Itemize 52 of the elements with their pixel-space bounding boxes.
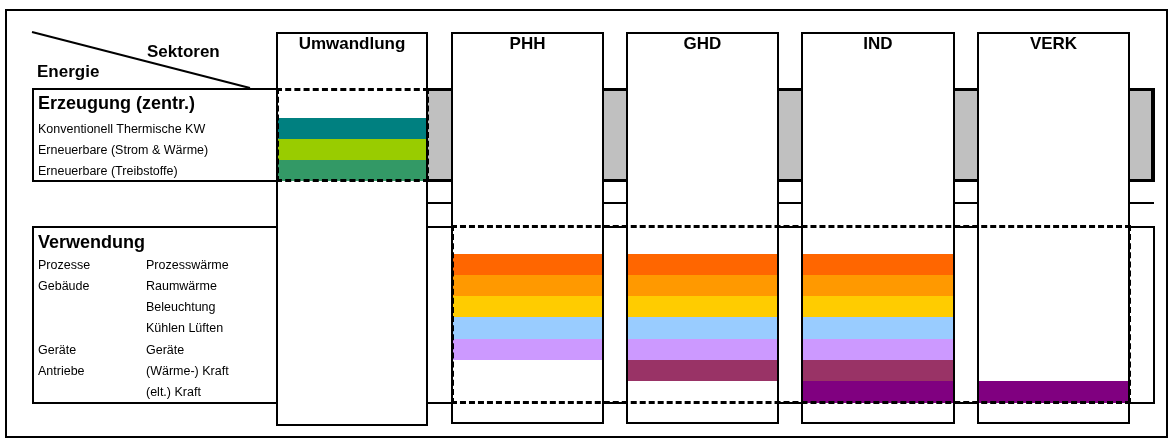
category-heading: Erzeugung (zentr.): [38, 92, 195, 115]
column-heading: VERK: [1028, 34, 1079, 54]
category-item: Prozesswärme: [146, 257, 229, 274]
color-bar: [803, 317, 953, 339]
category-box: [32, 88, 278, 182]
column-heading: PHH: [508, 34, 547, 54]
axis-heading: Sektoren: [147, 42, 220, 62]
color-bar: [803, 360, 953, 381]
category-item: Erneuerbare (Treibstoffe): [38, 163, 178, 180]
category-item: Kühlen Lüften: [146, 320, 224, 337]
sector-column: [801, 32, 955, 424]
category-item: Prozesse: [38, 257, 91, 274]
color-bar: [803, 339, 953, 360]
category-item: Geräte: [146, 342, 185, 359]
category-item: Raumwärme: [146, 278, 217, 295]
color-bar: [278, 160, 426, 181]
category-heading: Verwendung: [38, 231, 145, 254]
color-bar: [803, 296, 953, 317]
sector-column: [276, 32, 428, 426]
color-bar: [628, 360, 777, 381]
color-bar: [453, 254, 602, 275]
color-bar: [453, 339, 602, 360]
sector-column: [977, 32, 1130, 424]
column-heading: IND: [862, 34, 894, 54]
color-bar: [278, 118, 426, 139]
category-item: Konventionell Thermische KW: [38, 121, 206, 138]
color-bar: [453, 317, 602, 339]
column-heading: Umwandlung: [297, 34, 407, 54]
category-item: Geräte: [38, 342, 77, 359]
color-bar: [453, 296, 602, 317]
sector-column: [451, 32, 604, 424]
color-bar: [453, 275, 602, 296]
sector-column: [626, 32, 779, 424]
column-heading: GHD: [682, 34, 723, 54]
color-bar: [803, 381, 953, 403]
color-bar: [628, 317, 777, 339]
color-bar: [803, 275, 953, 296]
category-item: Erneuerbare (Strom & Wärme): [38, 142, 209, 159]
category-item: (Wärme-) Kraft: [146, 363, 229, 380]
color-bar: [628, 296, 777, 317]
color-bar: [803, 254, 953, 275]
color-bar: [628, 339, 777, 360]
category-item: Beleuchtung: [146, 299, 216, 316]
category-item: Gebäude: [38, 278, 90, 295]
category-item: Antriebe: [38, 363, 85, 380]
category-box: [32, 226, 278, 404]
color-bar: [628, 275, 777, 296]
color-bar: [979, 381, 1128, 403]
axis-heading: Energie: [37, 62, 100, 82]
color-bar: [278, 139, 426, 160]
category-item: (elt.) Kraft: [146, 384, 201, 401]
color-bar: [628, 254, 777, 275]
